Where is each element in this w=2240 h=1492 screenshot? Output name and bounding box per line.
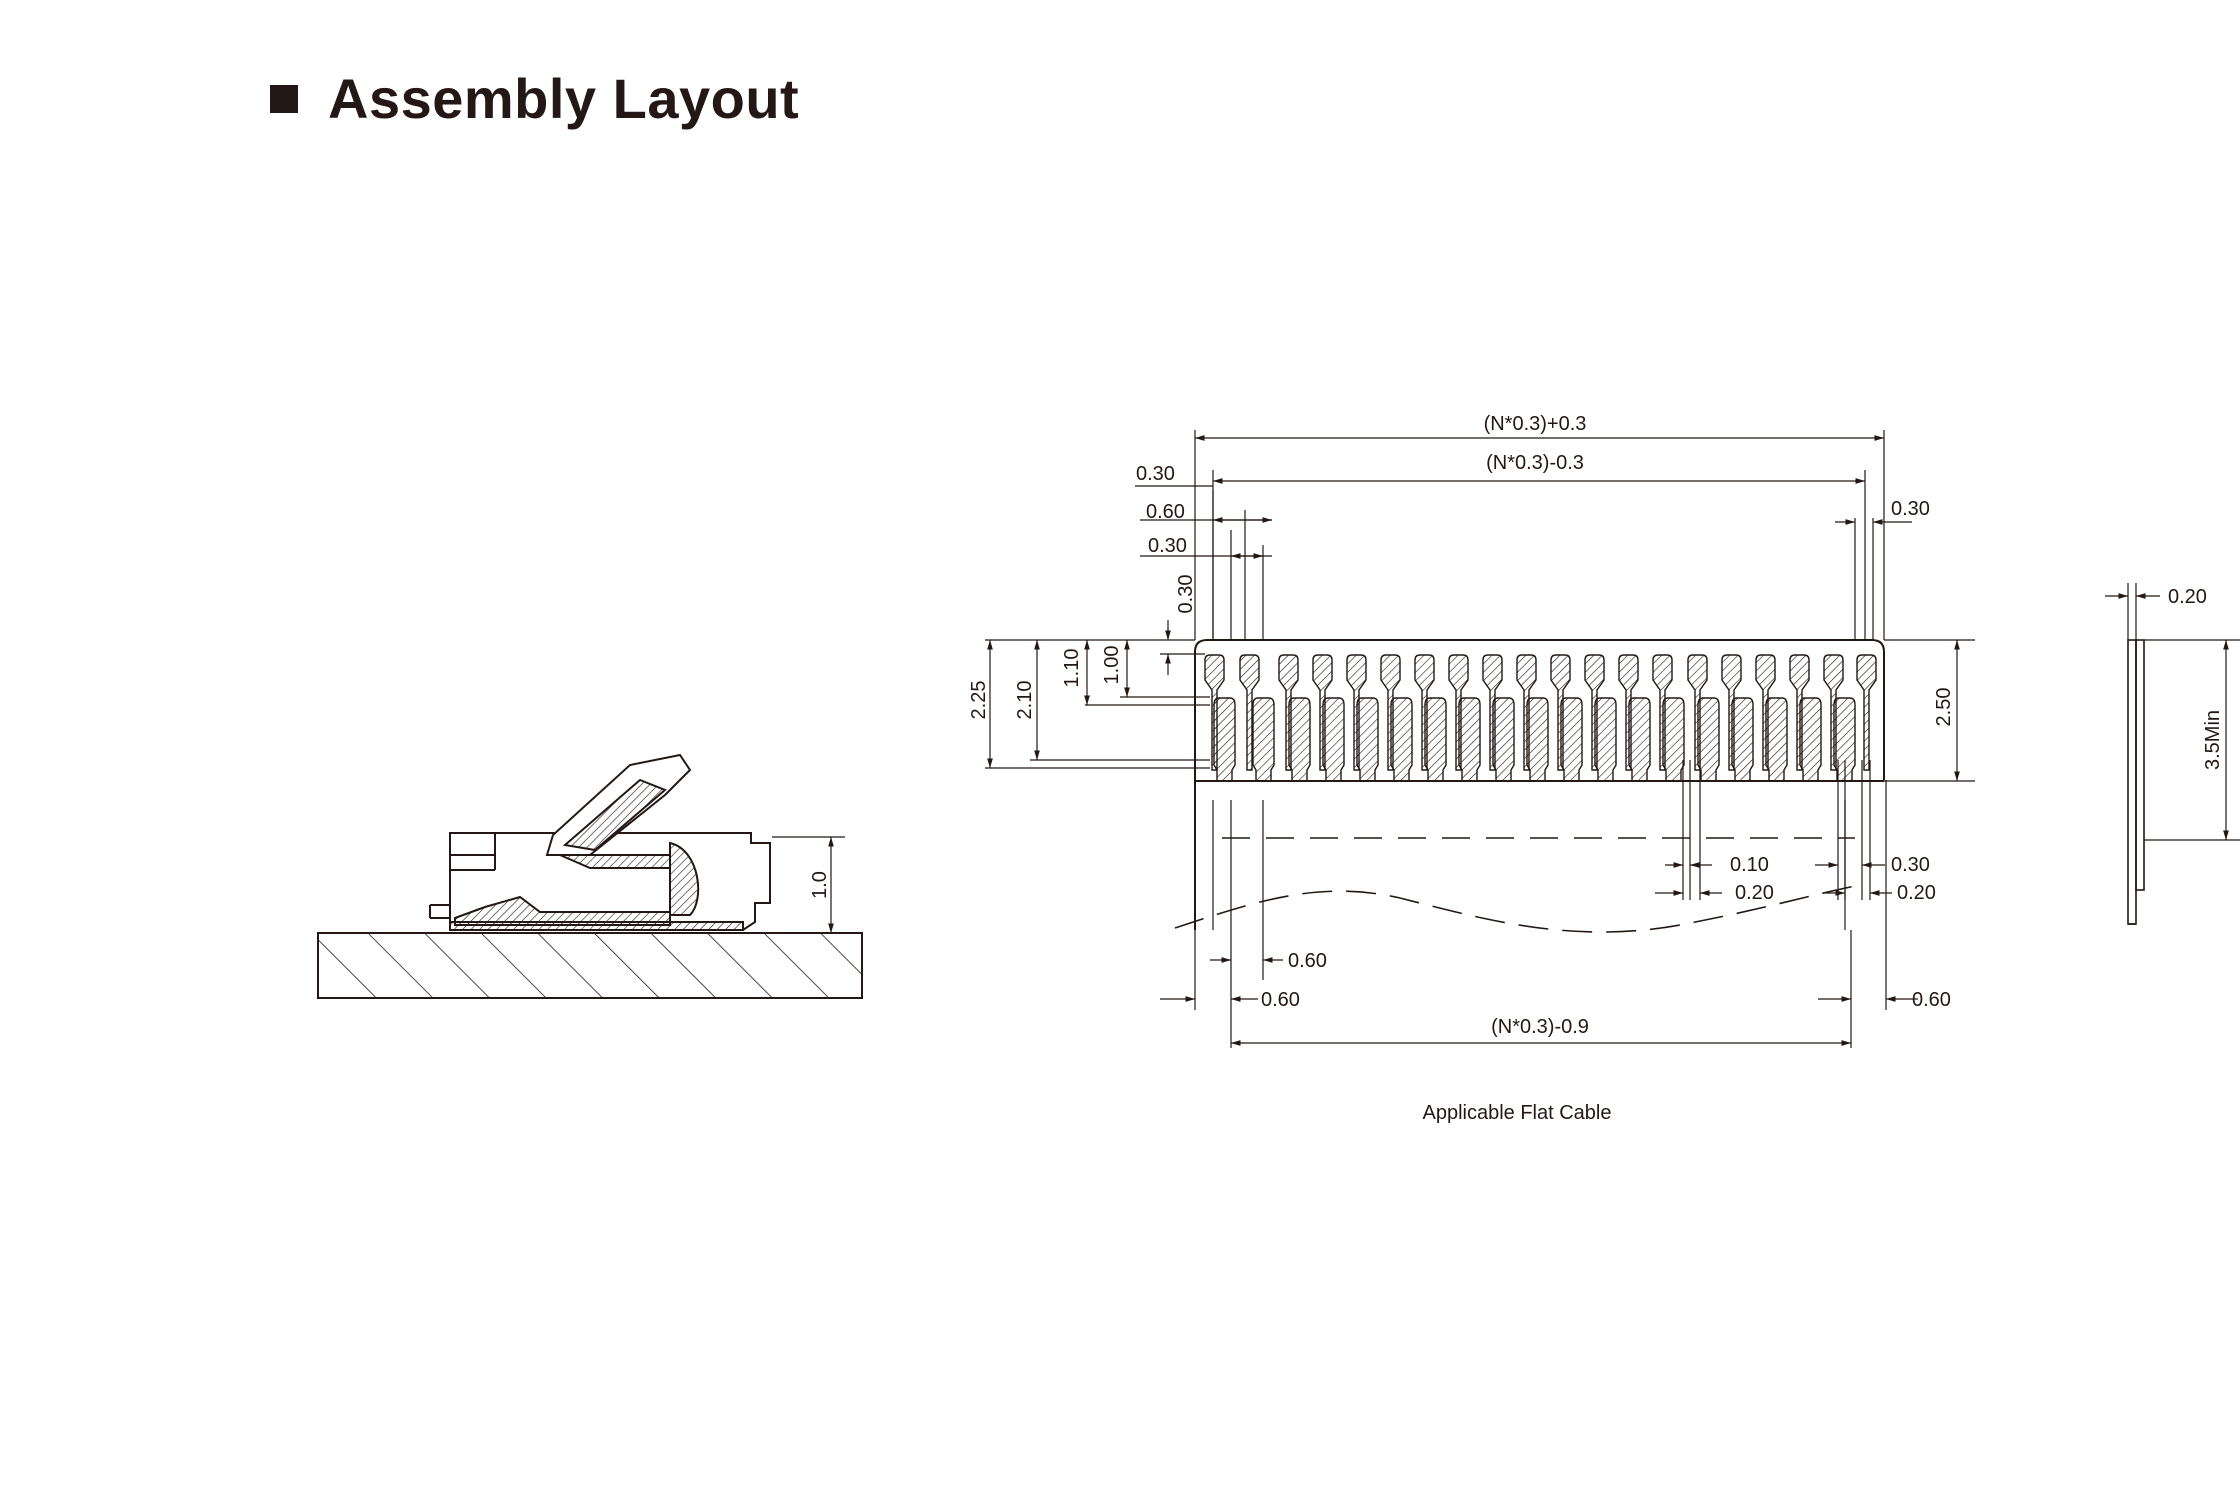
conductor-pad bbox=[1492, 697, 1515, 782]
w010-label: 0.10 bbox=[1730, 854, 1769, 876]
left-pitch-label: 0.30 bbox=[1148, 535, 1187, 557]
left060-label: 0.60 bbox=[1261, 989, 1300, 1011]
right-edge-label: 0.30 bbox=[1891, 498, 1930, 520]
cable-conductors bbox=[1204, 654, 1877, 782]
conductor-pad bbox=[1288, 697, 1311, 782]
conductor-pad bbox=[1765, 697, 1788, 782]
conductor-pad bbox=[1458, 697, 1481, 782]
left-pitch2-label: 0.60 bbox=[1146, 501, 1185, 523]
cable-outline bbox=[1194, 639, 1885, 780]
conductor-pad bbox=[1390, 697, 1413, 782]
right060-label: 0.60 bbox=[1912, 989, 1951, 1011]
left-edge-label: 0.30 bbox=[1136, 463, 1175, 485]
h250-label: 2.50 bbox=[1933, 688, 1955, 727]
conductor-pad bbox=[1833, 697, 1856, 782]
h100-label: 1.00 bbox=[1101, 646, 1123, 685]
conductor-pad bbox=[1697, 697, 1720, 782]
side-height-label: 1.0 bbox=[809, 871, 831, 899]
conductor-pad bbox=[1628, 697, 1651, 782]
w030-label: 0.30 bbox=[1891, 854, 1930, 876]
conductor-pad bbox=[1213, 697, 1236, 782]
conductor-pad bbox=[1560, 697, 1583, 782]
pcb-board bbox=[317, 932, 863, 999]
overall-width-label: (N*0.3)+0.3 bbox=[1484, 413, 1587, 435]
conductor-pad bbox=[1526, 697, 1549, 782]
connector-side-view bbox=[317, 753, 863, 999]
thickness-label: 0.20 bbox=[2168, 586, 2207, 608]
page-title: Assembly Layout bbox=[328, 67, 800, 130]
min-length-label: 3.5Min bbox=[2202, 710, 2224, 770]
conductor-pad bbox=[1799, 697, 1822, 782]
inner-width-label: (N*0.3)-0.3 bbox=[1486, 452, 1584, 474]
cable-thickness-view bbox=[2105, 583, 2240, 925]
page-heading: Assembly Layout bbox=[270, 66, 799, 131]
conductor-finger bbox=[1856, 654, 1877, 771]
h225-label: 2.25 bbox=[968, 681, 990, 720]
conductor-pad bbox=[1424, 697, 1447, 782]
h210-label: 2.10 bbox=[1014, 681, 1036, 720]
flat-cable-view bbox=[1174, 639, 1887, 1048]
bullet-square-icon bbox=[270, 84, 298, 113]
stub060-label: 0.60 bbox=[1288, 950, 1327, 972]
conductor-pad bbox=[1662, 697, 1685, 782]
conductor-pad bbox=[1594, 697, 1617, 782]
bottom-width-label: (N*0.3)-0.9 bbox=[1491, 1016, 1589, 1038]
cable-caption: Applicable Flat Cable bbox=[1423, 1102, 1612, 1124]
top-gap-label: 0.30 bbox=[1175, 575, 1197, 614]
conductor-pad bbox=[1731, 697, 1754, 782]
conductor-pad bbox=[1322, 697, 1345, 782]
w020b-label: 0.20 bbox=[1897, 882, 1936, 904]
w020a-label: 0.20 bbox=[1735, 882, 1774, 904]
conductor-pad bbox=[1356, 697, 1379, 782]
conductor-finger bbox=[1239, 654, 1260, 771]
conductor-pad bbox=[1252, 697, 1275, 782]
h110-label: 1.10 bbox=[1061, 649, 1083, 688]
